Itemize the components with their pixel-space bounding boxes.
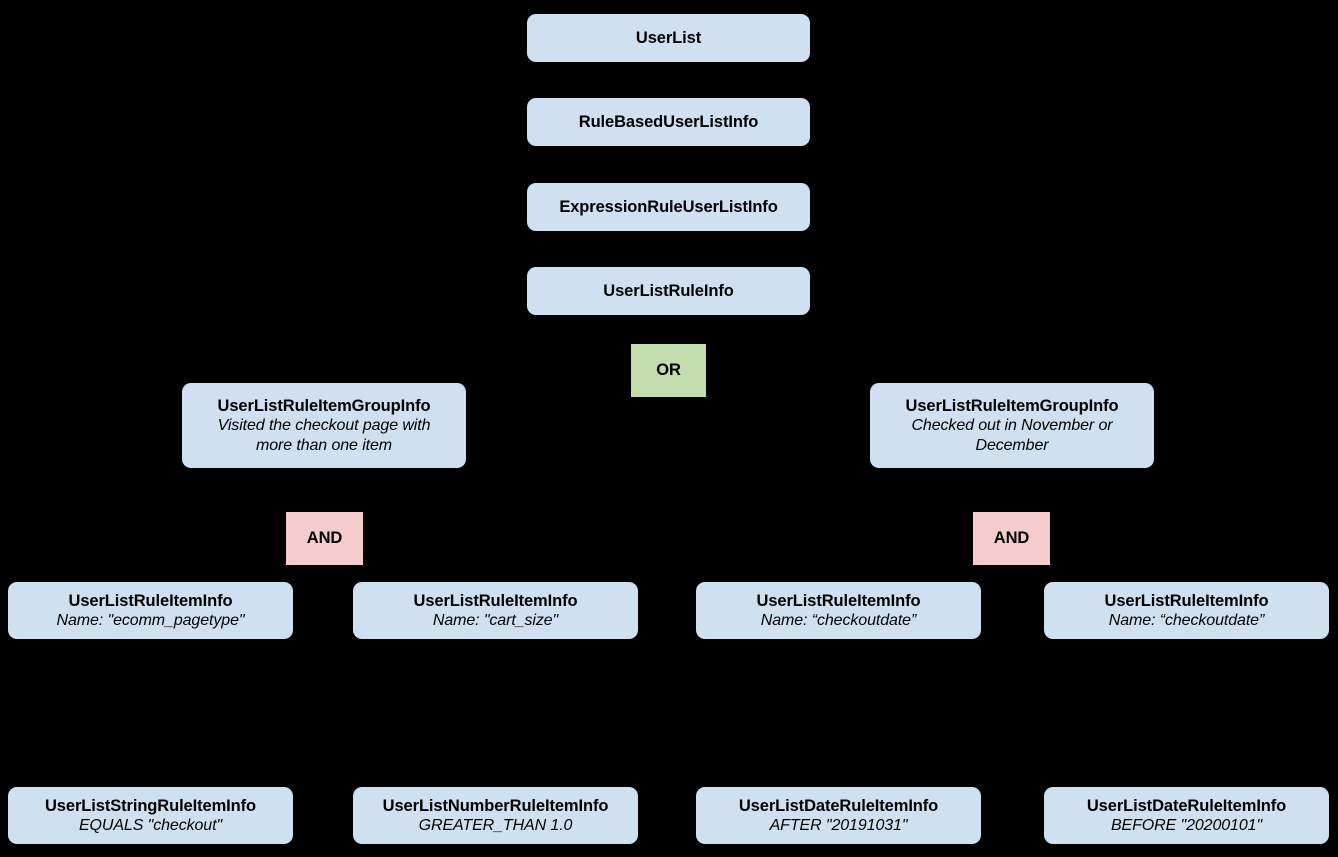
operator-label: AND bbox=[306, 529, 343, 548]
node-title: UserListRuleItemGroupInfo bbox=[217, 396, 431, 415]
node-subtitle: EQUALS "checkout" bbox=[78, 816, 223, 834]
node-userlist-rule-info[interactable]: UserListRuleInfo bbox=[527, 267, 810, 315]
node-group-left[interactable]: UserListRuleItemGroupInfo Visited the ch… bbox=[182, 383, 466, 468]
operator-label: OR bbox=[656, 361, 681, 380]
node-subtitle: Checked out in November or December bbox=[911, 417, 1113, 454]
node-title: UserListRuleItemInfo bbox=[413, 591, 578, 610]
node-expression-rule-userlist-info[interactable]: ExpressionRuleUserListInfo bbox=[527, 183, 810, 231]
node-title: UserListRuleItemGroupInfo bbox=[905, 396, 1119, 415]
node-title: UserListNumberRuleItemInfo bbox=[382, 796, 609, 815]
node-title: UserListRuleInfo bbox=[603, 281, 734, 300]
node-title: UserList bbox=[635, 28, 702, 47]
node-title: UserListStringRuleItemInfo bbox=[44, 796, 256, 815]
node-date-rule-item-info-after[interactable]: UserListDateRuleItemInfo AFTER "20191031… bbox=[696, 787, 981, 844]
node-rule-item-checkoutdate-before[interactable]: UserListRuleItemInfo Name: “checkoutdate… bbox=[1044, 582, 1329, 639]
node-title: RuleBasedUserListInfo bbox=[578, 112, 759, 131]
node-string-rule-item-info[interactable]: UserListStringRuleItemInfo EQUALS "check… bbox=[8, 787, 293, 844]
node-userlist[interactable]: UserList bbox=[527, 14, 810, 62]
operator-and-right[interactable]: AND bbox=[973, 512, 1050, 565]
node-subtitle: Name: "cart_size" bbox=[432, 611, 559, 629]
node-rule-item-cart-size[interactable]: UserListRuleItemInfo Name: "cart_size" bbox=[353, 582, 638, 639]
node-title: ExpressionRuleUserListInfo bbox=[559, 197, 778, 216]
node-subtitle: Visited the checkout page with more than… bbox=[217, 417, 431, 454]
node-subtitle: Name: “checkoutdate” bbox=[760, 611, 917, 629]
node-subtitle: AFTER "20191031" bbox=[769, 816, 908, 834]
node-title: UserListRuleItemInfo bbox=[756, 591, 921, 610]
node-subtitle: Name: “checkoutdate” bbox=[1108, 611, 1265, 629]
node-rule-based-userlist-info[interactable]: RuleBasedUserListInfo bbox=[527, 98, 810, 146]
node-number-rule-item-info[interactable]: UserListNumberRuleItemInfo GREATER_THAN … bbox=[353, 787, 638, 844]
node-title: UserListRuleItemInfo bbox=[1104, 591, 1269, 610]
node-subtitle: GREATER_THAN 1.0 bbox=[418, 816, 573, 834]
node-group-right[interactable]: UserListRuleItemGroupInfo Checked out in… bbox=[870, 383, 1154, 468]
operator-label: AND bbox=[993, 529, 1030, 548]
operator-and-left[interactable]: AND bbox=[286, 512, 363, 565]
arrowhead-icon bbox=[993, 372, 1011, 385]
node-rule-item-ecomm-pagetype[interactable]: UserListRuleItemInfo Name: "ecomm_pagety… bbox=[8, 582, 293, 639]
node-rule-item-checkoutdate-after[interactable]: UserListRuleItemInfo Name: “checkoutdate… bbox=[696, 582, 981, 639]
node-title: UserListDateRuleItemInfo bbox=[1086, 796, 1287, 815]
node-date-rule-item-info-before[interactable]: UserListDateRuleItemInfo BEFORE "2020010… bbox=[1044, 787, 1329, 844]
node-subtitle: Name: "ecomm_pagetype" bbox=[56, 611, 245, 629]
arrowhead-icon bbox=[314, 372, 332, 385]
node-subtitle: BEFORE "20200101" bbox=[1110, 816, 1263, 834]
node-title: UserListRuleItemInfo bbox=[68, 591, 233, 610]
node-title: UserListDateRuleItemInfo bbox=[738, 796, 939, 815]
operator-or[interactable]: OR bbox=[631, 344, 706, 397]
